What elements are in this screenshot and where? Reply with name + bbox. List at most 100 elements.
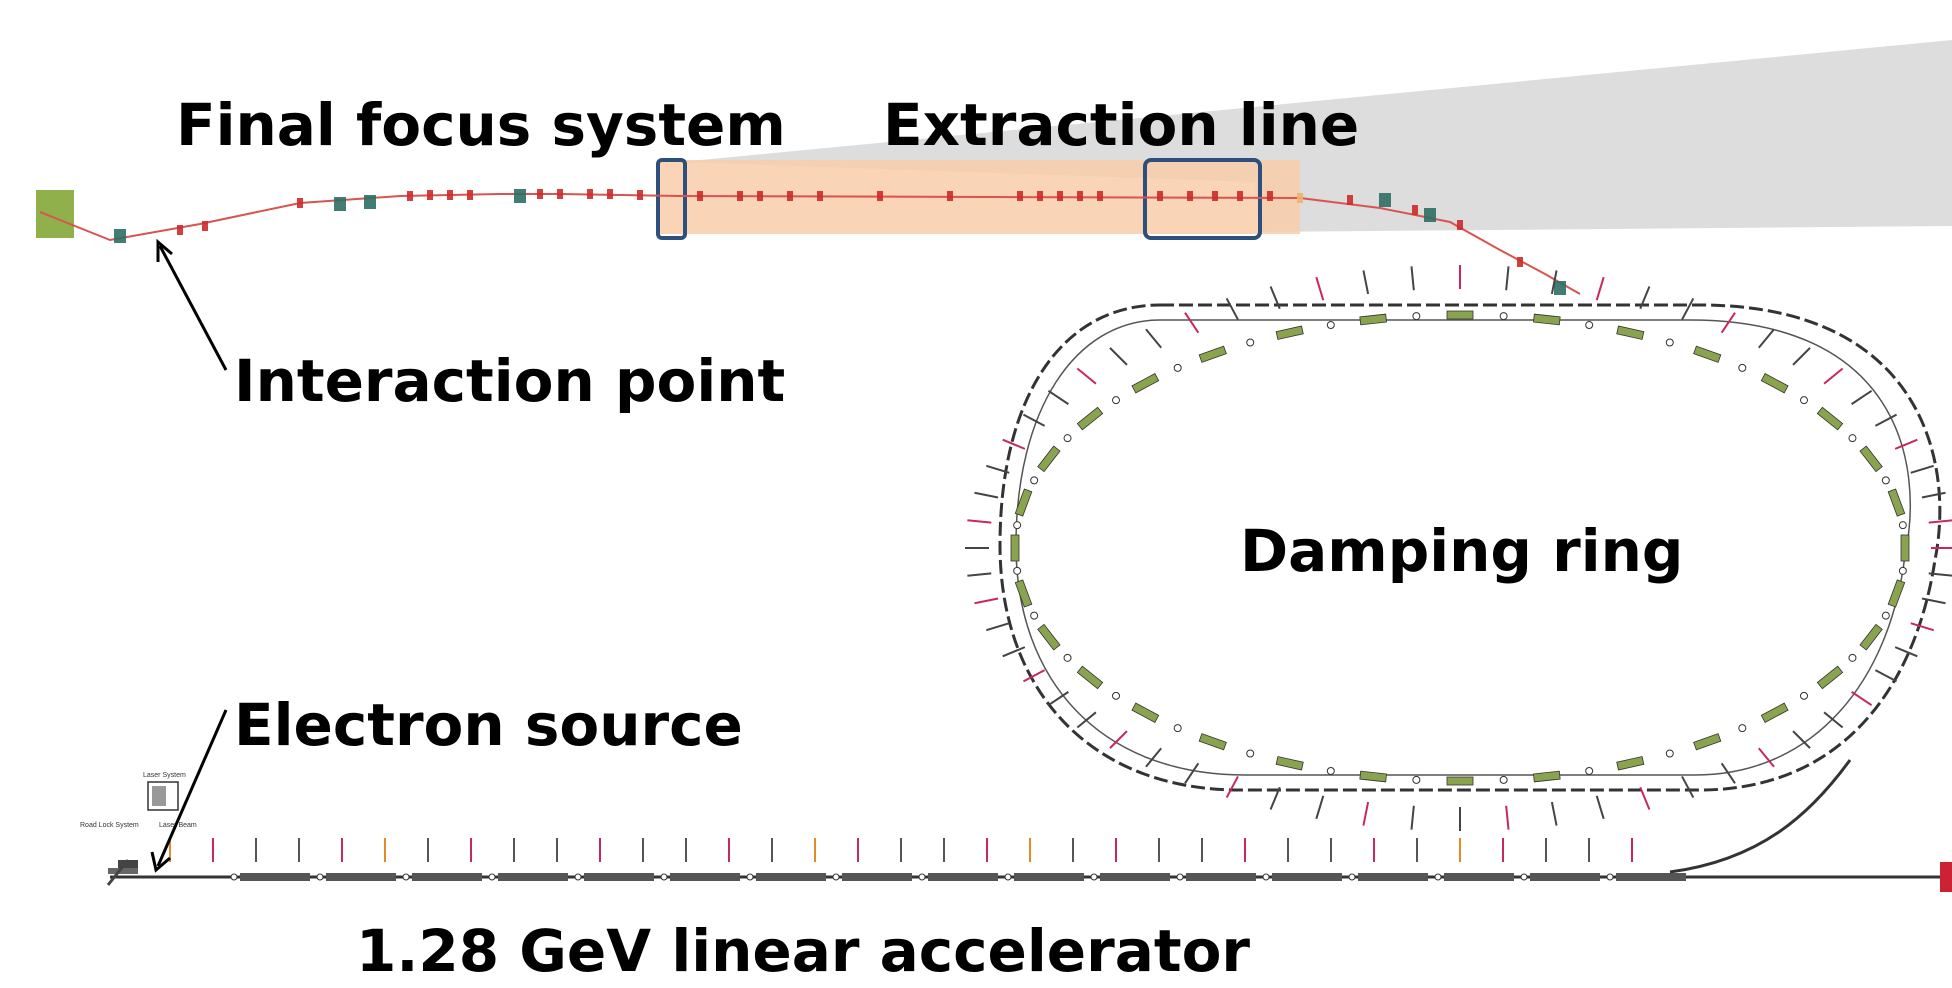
ring-label-mark — [1550, 801, 1558, 826]
ring-label-mark — [1269, 786, 1281, 810]
ring-label-mark — [986, 622, 1010, 632]
final-focus-magnets — [114, 189, 1566, 295]
linac-quad — [746, 873, 754, 881]
ring-label-mark — [1639, 786, 1651, 810]
ffs-magnet — [537, 189, 543, 199]
ring-quadrupole — [1112, 396, 1121, 405]
ring-quadrupole — [1799, 691, 1808, 700]
linac-accelerating-sections — [230, 873, 1686, 881]
ring-label-mark — [1184, 762, 1200, 784]
ring-quadrupole — [1173, 363, 1182, 372]
extraction-line-label: Extraction line — [883, 91, 1360, 159]
damping-ring-group — [965, 265, 1952, 831]
linac-quad — [1606, 873, 1614, 881]
ring-label-mark — [1720, 312, 1736, 334]
ring-bend-magnet — [1533, 770, 1561, 783]
linac-section — [584, 873, 654, 881]
ring-quadrupole — [1030, 611, 1039, 620]
ring-quadrupole — [1013, 521, 1022, 530]
ring-quadrupole — [1848, 434, 1857, 443]
ring-label-mark — [1928, 519, 1952, 524]
beam-dump-green — [36, 190, 74, 238]
linac-quad — [230, 873, 238, 881]
ffs-magnet — [1554, 281, 1566, 295]
ffs-magnet — [947, 191, 953, 201]
ring-label-mark — [1720, 762, 1736, 784]
linac-section — [1530, 873, 1600, 881]
ring-quadrupole — [1665, 338, 1674, 347]
ring-label-mark — [1758, 747, 1775, 768]
ring-quadrupole — [1585, 766, 1594, 775]
damping-ring-outer — [998, 303, 1942, 792]
ring-label-mark — [1921, 491, 1946, 499]
ffs-magnet — [557, 189, 563, 199]
ring-label-mark — [1851, 691, 1873, 707]
linac-section — [498, 873, 568, 881]
arrow-electron-source — [150, 709, 228, 873]
laser-system-label: Laser System — [143, 772, 186, 779]
ring-bend-magnet — [1616, 325, 1645, 340]
ring-quadrupole — [1499, 775, 1508, 784]
linac-quad — [402, 873, 410, 881]
ring-label-mark — [1047, 691, 1069, 707]
ffs-magnet — [1412, 205, 1418, 215]
ring-bend-magnet — [1014, 488, 1033, 517]
ffs-magnet — [1187, 191, 1193, 201]
linac-section — [842, 873, 912, 881]
ring-label-mark — [1145, 328, 1162, 349]
linac-section — [1358, 873, 1428, 881]
ring-bend-magnet — [1076, 665, 1104, 690]
linac-section — [1014, 873, 1084, 881]
ring-label-mark — [1315, 795, 1325, 820]
ring-label-mark — [1823, 711, 1844, 729]
ring-label-mark — [1047, 389, 1069, 405]
ring-quadrupole — [1246, 338, 1255, 347]
ring-bend-magnet — [1760, 702, 1789, 723]
ring-label-mark — [1076, 711, 1097, 729]
ring-bend-magnet — [1446, 310, 1474, 320]
linac-section — [1100, 873, 1170, 881]
ffs-magnet — [202, 221, 208, 231]
ring-label-mark — [1022, 413, 1046, 427]
highlight-box-right — [1143, 158, 1262, 240]
ffs-magnet — [334, 197, 346, 211]
final-focus-beamline — [39, 193, 1581, 295]
ring-label-mark — [1362, 801, 1370, 826]
linac-section — [1272, 873, 1342, 881]
ring-label-mark — [1681, 775, 1695, 799]
ffs-magnet — [297, 198, 303, 208]
ring-quadrupole — [1412, 775, 1421, 784]
ffs-magnet — [1057, 191, 1063, 201]
ring-label-mark — [974, 597, 999, 605]
ffs-magnet — [737, 191, 743, 201]
ring-bend-magnet — [1816, 665, 1844, 690]
linac-section — [756, 873, 826, 881]
ring-quadrupole — [1112, 691, 1121, 700]
ring-label-mark — [1505, 266, 1510, 291]
ring-label-mark — [1928, 572, 1952, 577]
ffs-magnet — [1347, 195, 1353, 205]
ffs-magnet — [1267, 191, 1273, 201]
load-lock-label: Road Lock System — [80, 822, 139, 829]
ring-bend-magnet — [1887, 488, 1906, 517]
ffs-magnet — [817, 191, 823, 201]
ring-bend-magnet — [1816, 406, 1844, 431]
ring-label-mark — [1410, 805, 1415, 830]
ring-label-mark — [1002, 646, 1026, 658]
ffs-magnet — [1424, 208, 1436, 222]
ring-bend-magnet — [1275, 325, 1304, 340]
linac-section — [1616, 873, 1686, 881]
ring-label-mark — [967, 572, 992, 577]
linac-quad — [574, 873, 582, 881]
ring-bend-magnet — [1131, 702, 1160, 723]
linac-section — [928, 873, 998, 881]
ffs-magnet — [514, 189, 526, 203]
ring-bend-magnet — [1010, 534, 1020, 562]
ring-bend-magnet — [1076, 406, 1104, 431]
beam-dump-red — [1940, 862, 1952, 892]
damping-ring-magnets — [1010, 310, 1910, 786]
ring-label-mark — [1362, 270, 1370, 295]
ffs-magnet — [787, 191, 793, 201]
ring-bend-magnet — [1275, 756, 1304, 771]
